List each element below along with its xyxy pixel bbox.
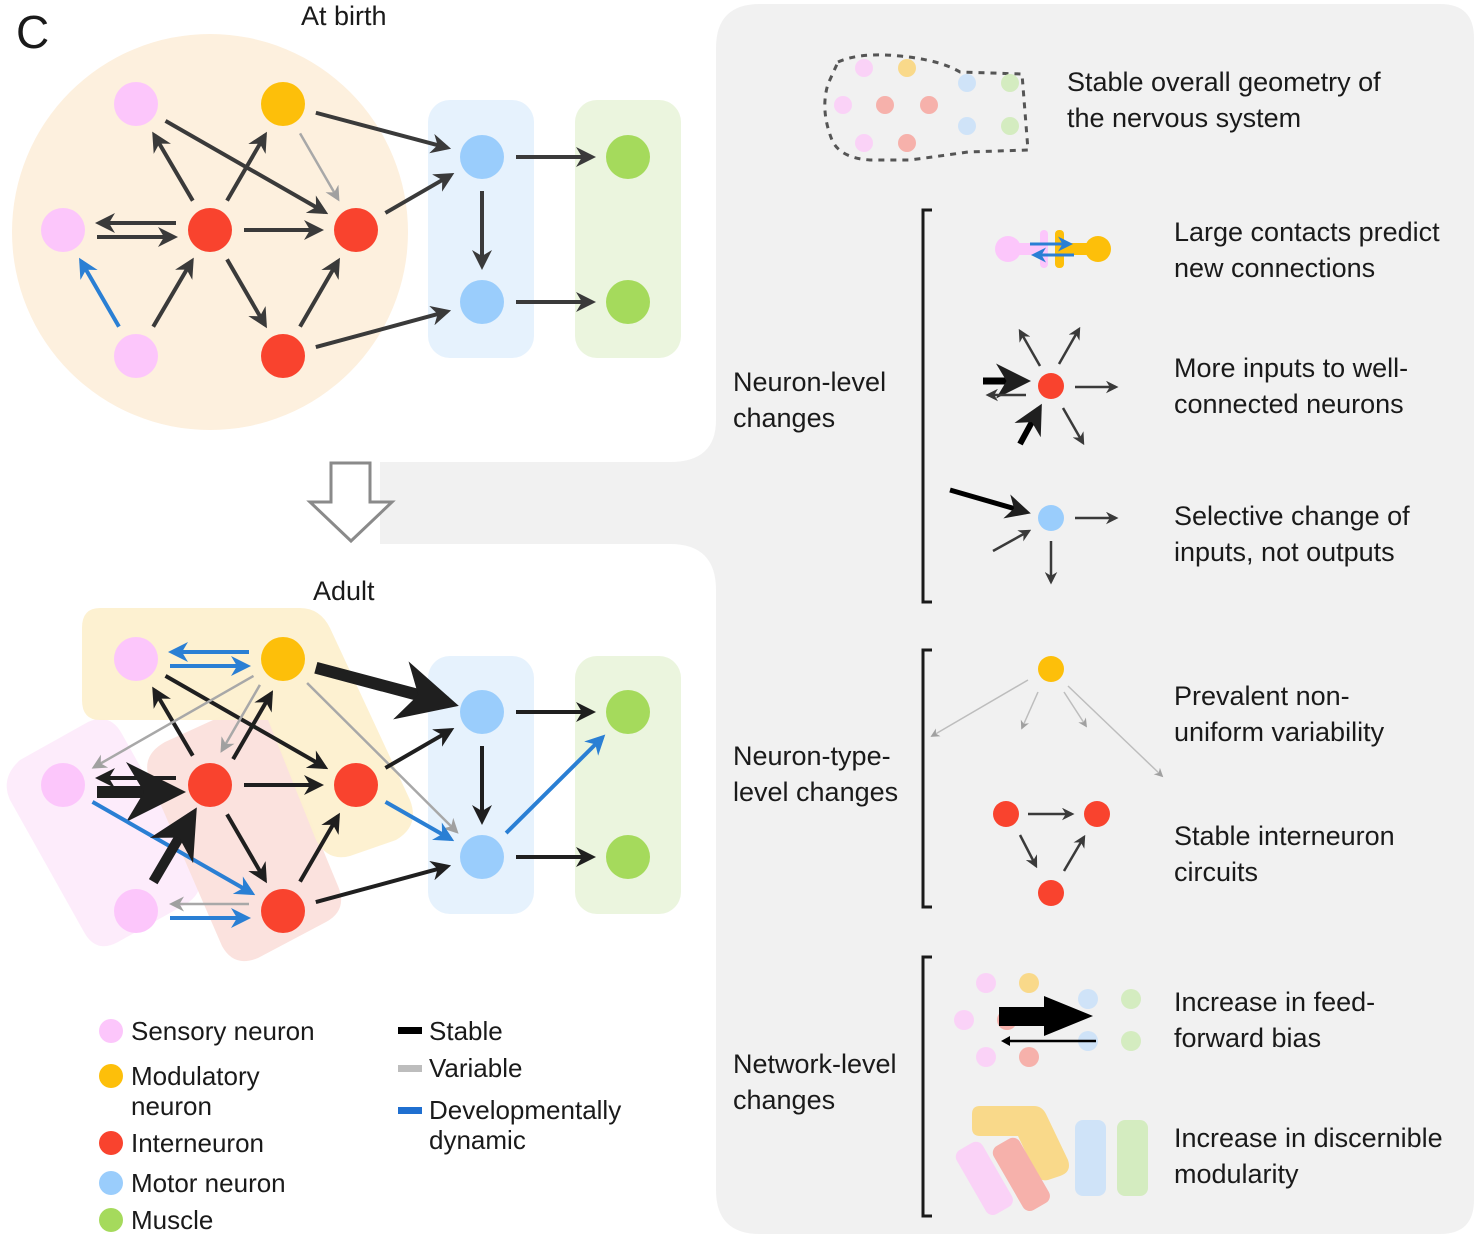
- title-at-birth: At birth: [301, 1, 387, 31]
- adult-node-sensory-S2: [41, 763, 85, 807]
- adult-node-motor-Mo1: [460, 690, 504, 734]
- item-modularity: Increase in discernible modularity: [1174, 1123, 1443, 1189]
- legend-motor: Motor neuron: [131, 1168, 286, 1198]
- legend-dynamic: Developmentally dynamic: [429, 1095, 622, 1155]
- adult-edge-M1-to-Mo1: [314, 661, 459, 720]
- title-adult: Adult: [313, 576, 375, 606]
- summary-panel-bg: [380, 4, 1474, 1234]
- adult-node-modulatory-M1: [261, 637, 305, 681]
- birth-edge-I1-to-S1: [152, 131, 195, 202]
- birth-edge-I3-to-Mo2: [315, 305, 452, 350]
- item-more-inputs: More inputs to well-connected neurons: [1174, 353, 1409, 419]
- adult-edge-I2-to-Mo1: [384, 728, 455, 770]
- item-large-contacts: Large contacts predict new connections: [1174, 217, 1440, 283]
- legend-modulatory: Modulatory neuron: [131, 1061, 260, 1121]
- geometry-icon: [823, 53, 1030, 162]
- birth-edge-I1-to-I3: [225, 258, 267, 329]
- legend-stable: Stable: [429, 1016, 503, 1046]
- legend-swatch-dynamic: [398, 1107, 422, 1114]
- adult-node-interneuron-I3: [261, 889, 305, 933]
- item-selective-change: Selective change of inputs, not outputs: [1174, 501, 1410, 567]
- adult-edge-S1-to-I2: [164, 674, 329, 770]
- adult-node-sensory-S3: [114, 889, 158, 933]
- birth-node-sensory-S2: [41, 208, 85, 252]
- legend-swatch-stable: [398, 1027, 422, 1034]
- adult-node-muscle-Mu2: [606, 835, 650, 879]
- adult-node-motor-Mo2: [460, 835, 504, 879]
- birth-muscle-bg: [575, 100, 681, 358]
- legend-marker-interneuron: [99, 1131, 123, 1155]
- legend-marker-modulatory: [99, 1064, 123, 1088]
- birth-edge-I3-to-I2: [298, 257, 340, 328]
- adult-node-muscle-Mu1: [606, 690, 650, 734]
- adult-node-sensory-S1: [114, 637, 158, 681]
- legend-interneuron: Interneuron: [131, 1128, 264, 1158]
- birth-edge-S3-to-I1: [151, 257, 194, 328]
- group-title-type-level: Neuron-type-level changes: [733, 741, 899, 807]
- development-arrow-icon: [306, 461, 396, 544]
- birth-node-interneuron-I2: [334, 208, 378, 252]
- birth-node-muscle-Mu2: [606, 280, 650, 324]
- birth-node-modulatory-M1: [261, 82, 305, 126]
- birth-node-interneuron-I3: [261, 334, 305, 378]
- interneuron-circuit-icon: [993, 801, 1110, 906]
- adult-node-interneuron-I2: [334, 763, 378, 807]
- item-interneuron-circuits: Stable interneuron circuits: [1174, 821, 1395, 887]
- birth-edge-M1-to-Mo1: [315, 110, 452, 154]
- birth-node-motor-Mo2: [460, 280, 504, 324]
- variability-icon: [930, 656, 1164, 778]
- birth-node-sensory-S3: [114, 334, 158, 378]
- birth-edge-I2-to-Mo1: [384, 173, 455, 215]
- legend-marker-muscle: [99, 1208, 123, 1232]
- birth-node-interneuron-I1: [188, 208, 232, 252]
- adult-edge-I3-to-I2: [298, 812, 340, 883]
- legend-sensory: Sensory neuron: [131, 1016, 315, 1046]
- item-feedforward: Increase in feed-forward bias: [1174, 987, 1376, 1053]
- panel-label: C: [16, 6, 50, 58]
- adult-edge-I2-to-Mo2: [384, 800, 455, 842]
- adult-edge-I3-to-Mo2: [315, 860, 452, 905]
- modularity-icon: [955, 1106, 1148, 1215]
- adult-edge-M1-to-S2: [91, 674, 255, 769]
- adult-node-interneuron-I1: [188, 763, 232, 807]
- legend-marker-sensory: [99, 1019, 123, 1043]
- legend-swatch-variable: [398, 1065, 422, 1072]
- birth-edge-M1-to-I2: [298, 132, 340, 202]
- adult-edge-S3-to-I1: [148, 807, 197, 885]
- bracket-type-level: [921, 648, 932, 909]
- legend-muscle: Muscle: [131, 1205, 214, 1235]
- bracket-neuron-level: [921, 208, 932, 604]
- bracket-network-level: [921, 955, 932, 1218]
- legend-marker-motor: [99, 1171, 123, 1195]
- birth-node-motor-Mo1: [460, 135, 504, 179]
- legend-variable: Variable: [429, 1053, 523, 1083]
- adult-edge-Mo2-to-Mu1: [504, 734, 606, 835]
- birth-edge-S1-to-I2: [164, 119, 329, 215]
- group-title-neuron-level: Neuron-level changes: [733, 367, 887, 433]
- well-connected-icon: [983, 326, 1119, 446]
- birth-node-muscle-Mu1: [606, 135, 650, 179]
- summary-geometry-text: Stable overall geometry of the nervous s…: [1067, 67, 1381, 133]
- group-title-network-level: Network-level changes: [733, 1049, 897, 1115]
- adult-muscle-bg: [575, 656, 681, 914]
- birth-node-sensory-S1: [114, 82, 158, 126]
- adult-edge-I1-to-I3: [225, 813, 267, 884]
- adult-edge-M1-to-Mo2: [306, 682, 459, 834]
- selective-inputs-icon: [949, 487, 1119, 585]
- birth-edge-S3-to-S2: [79, 257, 121, 328]
- adult-edge-M1-to-I1: [220, 684, 261, 753]
- item-variability: Prevalent non-uniform variability: [1174, 681, 1385, 747]
- feedforward-icon: [954, 973, 1141, 1067]
- large-contacts-icon: [995, 230, 1111, 268]
